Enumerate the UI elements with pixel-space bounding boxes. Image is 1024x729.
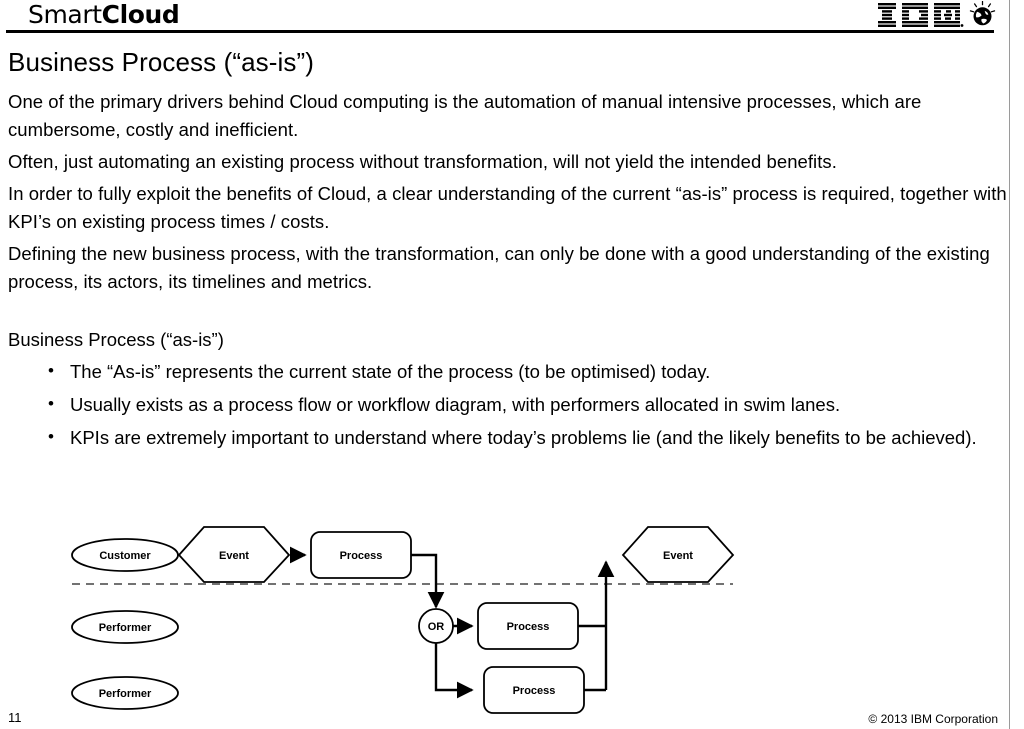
node-performer-1-label: Performer xyxy=(99,622,152,634)
node-or-gate: OR xyxy=(418,608,454,644)
node-process-mid: Process xyxy=(477,602,579,650)
process-flow-diagram: Customer Event Process OR xyxy=(60,520,760,720)
edge-process-top-to-or xyxy=(411,553,445,609)
paragraph-3: In order to fully exploit the benefits o… xyxy=(8,183,1007,232)
page-edge-divider xyxy=(1009,0,1010,729)
page-title: Business Process (“as-is”) xyxy=(8,47,314,77)
node-process-top-label: Process xyxy=(340,550,383,562)
header-divider xyxy=(6,30,994,33)
copyright-notice: © 2013 IBM Corporation xyxy=(868,712,998,726)
ibm-logo-icon xyxy=(878,3,964,27)
page-number: 11 xyxy=(8,710,22,725)
node-process-top: Process xyxy=(310,531,412,579)
node-or-gate-label: OR xyxy=(428,621,445,633)
brand-smart-text: Smart xyxy=(28,0,102,29)
node-event-start-label: Event xyxy=(219,550,249,562)
paragraph-2: Often, just automating an existing proce… xyxy=(8,151,837,172)
slide-body: One of the primary drivers behind Cloud … xyxy=(8,88,1008,457)
brand-cloud-text: Cloud xyxy=(101,0,180,29)
smarter-planet-globe-icon xyxy=(969,1,996,26)
node-event-end-label: Event xyxy=(663,550,693,562)
node-process-bottom-label: Process xyxy=(513,685,556,697)
node-performer-2: Performer xyxy=(71,676,179,710)
paragraph-4: Defining the new business process, with … xyxy=(8,243,990,292)
list-item: The “As-is” represents the current state… xyxy=(48,357,1008,386)
node-process-bottom: Process xyxy=(483,666,585,714)
smartcloud-wordmark: SmartCloud xyxy=(28,0,180,30)
node-process-mid-label: Process xyxy=(507,621,550,633)
node-performer-2-label: Performer xyxy=(99,688,152,700)
edge-or-to-process-bottom xyxy=(434,643,474,699)
paragraph-1: One of the primary drivers behind Cloud … xyxy=(8,91,922,140)
node-customer-label: Customer xyxy=(99,550,151,562)
process-flow-svg: Customer Event Process OR xyxy=(71,526,735,714)
node-event-start: Event xyxy=(177,526,291,583)
node-customer: Customer xyxy=(71,538,179,572)
bullet-list: The “As-is” represents the current state… xyxy=(8,357,1008,452)
slide-header: SmartCloud xyxy=(0,0,1024,36)
section-heading: Business Process (“as-is”) xyxy=(8,329,224,350)
list-item: KPIs are extremely important to understa… xyxy=(48,423,1008,452)
list-item: Usually exists as a process flow or work… xyxy=(48,390,1008,419)
node-performer-1: Performer xyxy=(71,610,179,644)
node-event-end: Event xyxy=(621,526,735,583)
